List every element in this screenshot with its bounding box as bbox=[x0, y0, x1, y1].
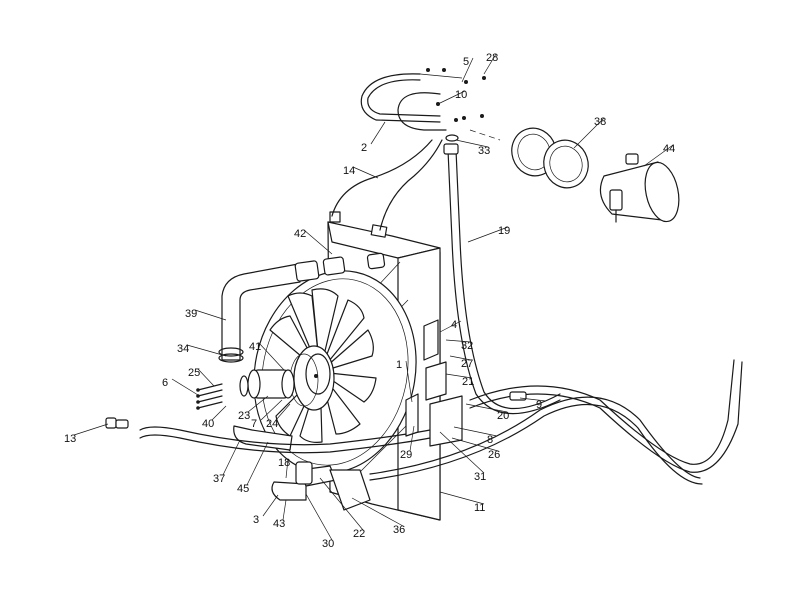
callout-leader-32 bbox=[445, 339, 472, 343]
callout-leader-7 bbox=[260, 399, 283, 421]
callout-leader-2 bbox=[370, 121, 386, 145]
callout-leader-8 bbox=[453, 426, 498, 437]
overflow-hose bbox=[139, 426, 431, 454]
callout-labels: 1234567891011131418192021222324252627282… bbox=[64, 52, 675, 550]
lower-tubes bbox=[233, 425, 371, 511]
callout-leader-4 bbox=[439, 320, 462, 333]
callout-leader-28 bbox=[483, 53, 497, 75]
callout-leader-36 bbox=[351, 497, 404, 527]
callout-leader-41 bbox=[258, 342, 285, 371]
callout-leader-14 bbox=[352, 166, 379, 179]
callout-label-4: 4 bbox=[451, 319, 457, 331]
callout-leader-9 bbox=[519, 397, 547, 402]
callout-label-19: 19 bbox=[498, 225, 510, 237]
strap-clamps bbox=[360, 68, 501, 142]
callout-label-41: 41 bbox=[249, 341, 261, 353]
overflow-line bbox=[331, 139, 443, 231]
callout-leader-38 bbox=[573, 117, 605, 149]
callout-leader-3 bbox=[262, 494, 279, 517]
fan-spacer bbox=[239, 369, 295, 399]
callout-label-34: 34 bbox=[177, 343, 189, 355]
fan-hub bbox=[289, 345, 335, 411]
callout-leader-34 bbox=[186, 344, 227, 357]
callout-label-44: 44 bbox=[663, 143, 675, 155]
callout-label-3: 3 bbox=[253, 514, 259, 526]
callout-label-1: 1 bbox=[396, 359, 402, 371]
mounting-bolts bbox=[196, 383, 223, 410]
callout-leader-10 bbox=[437, 90, 466, 105]
callout-label-36: 36 bbox=[393, 524, 405, 536]
callout-label-31: 31 bbox=[474, 471, 486, 483]
callout-label-30: 30 bbox=[322, 538, 334, 550]
callout-label-20: 20 bbox=[497, 410, 509, 422]
callout-leader-11 bbox=[439, 491, 485, 505]
callout-leader-40 bbox=[211, 405, 227, 421]
callout-leader-20 bbox=[465, 403, 508, 413]
callout-label-29: 29 bbox=[400, 449, 412, 461]
callout-label-7: 7 bbox=[251, 418, 257, 430]
callout-label-40: 40 bbox=[202, 418, 214, 430]
callout-leader-37 bbox=[222, 439, 241, 476]
callout-leader-29 bbox=[409, 425, 415, 452]
callout-label-13: 13 bbox=[64, 433, 76, 445]
callout-label-37: 37 bbox=[213, 473, 225, 485]
callout-label-10: 10 bbox=[455, 89, 467, 101]
callout-leader-31 bbox=[439, 431, 485, 474]
mounting-brackets bbox=[405, 319, 463, 447]
callout-leader-22 bbox=[319, 477, 364, 531]
callout-label-39: 39 bbox=[185, 308, 197, 320]
callout-label-32: 32 bbox=[461, 340, 473, 352]
callout-label-42: 42 bbox=[294, 228, 306, 240]
callout-label-9: 9 bbox=[536, 399, 542, 411]
bottle-bands bbox=[511, 127, 589, 189]
callout-label-14: 14 bbox=[343, 165, 355, 177]
callout-leader-44 bbox=[643, 144, 674, 167]
callout-label-27: 27 bbox=[461, 358, 473, 370]
callout-label-25: 25 bbox=[188, 367, 200, 379]
heater-hoses bbox=[369, 143, 743, 485]
callout-leader-19 bbox=[467, 226, 509, 243]
callout-leader-24 bbox=[275, 403, 291, 421]
callout-leader-25 bbox=[197, 368, 215, 387]
drain-fitting bbox=[105, 417, 129, 429]
callout-label-6: 6 bbox=[162, 377, 168, 389]
callout-leader-33 bbox=[455, 139, 489, 148]
callout-label-11: 11 bbox=[474, 502, 485, 514]
callout-label-24: 24 bbox=[266, 418, 278, 430]
callout-label-26: 26 bbox=[488, 449, 500, 461]
callout-label-43: 43 bbox=[273, 518, 285, 530]
callout-label-18: 18 bbox=[278, 457, 290, 469]
callout-leader-21 bbox=[445, 373, 473, 379]
callout-label-23: 23 bbox=[238, 410, 250, 422]
callout-leader-18 bbox=[285, 458, 289, 479]
callout-leader-27 bbox=[449, 355, 472, 361]
callout-label-2: 2 bbox=[361, 142, 367, 154]
callout-label-5: 5 bbox=[463, 56, 469, 68]
callout-leader-42 bbox=[303, 229, 333, 255]
upper-hose bbox=[221, 252, 386, 361]
callout-leader-23 bbox=[247, 395, 269, 413]
callout-label-33: 33 bbox=[478, 145, 490, 157]
callout-leader-43 bbox=[282, 499, 287, 521]
callout-leader-1 bbox=[405, 360, 413, 403]
callout-label-38: 38 bbox=[594, 116, 606, 128]
callout-label-22: 22 bbox=[353, 528, 365, 540]
callout-leader-13 bbox=[73, 423, 109, 436]
callout-label-28: 28 bbox=[486, 52, 498, 64]
callout-leader-5 bbox=[461, 57, 474, 83]
callout-leader-6 bbox=[171, 378, 199, 396]
hose-clamp bbox=[218, 347, 244, 363]
callout-label-21: 21 bbox=[462, 376, 474, 388]
callout-leader-45 bbox=[246, 441, 269, 486]
callout-leader-30 bbox=[305, 493, 333, 541]
callout-label-45: 45 bbox=[237, 483, 249, 495]
callout-leader-26 bbox=[451, 437, 499, 452]
callout-label-8: 8 bbox=[487, 434, 493, 446]
callout-leader-39 bbox=[194, 309, 227, 321]
coolant-bottle bbox=[599, 153, 680, 223]
